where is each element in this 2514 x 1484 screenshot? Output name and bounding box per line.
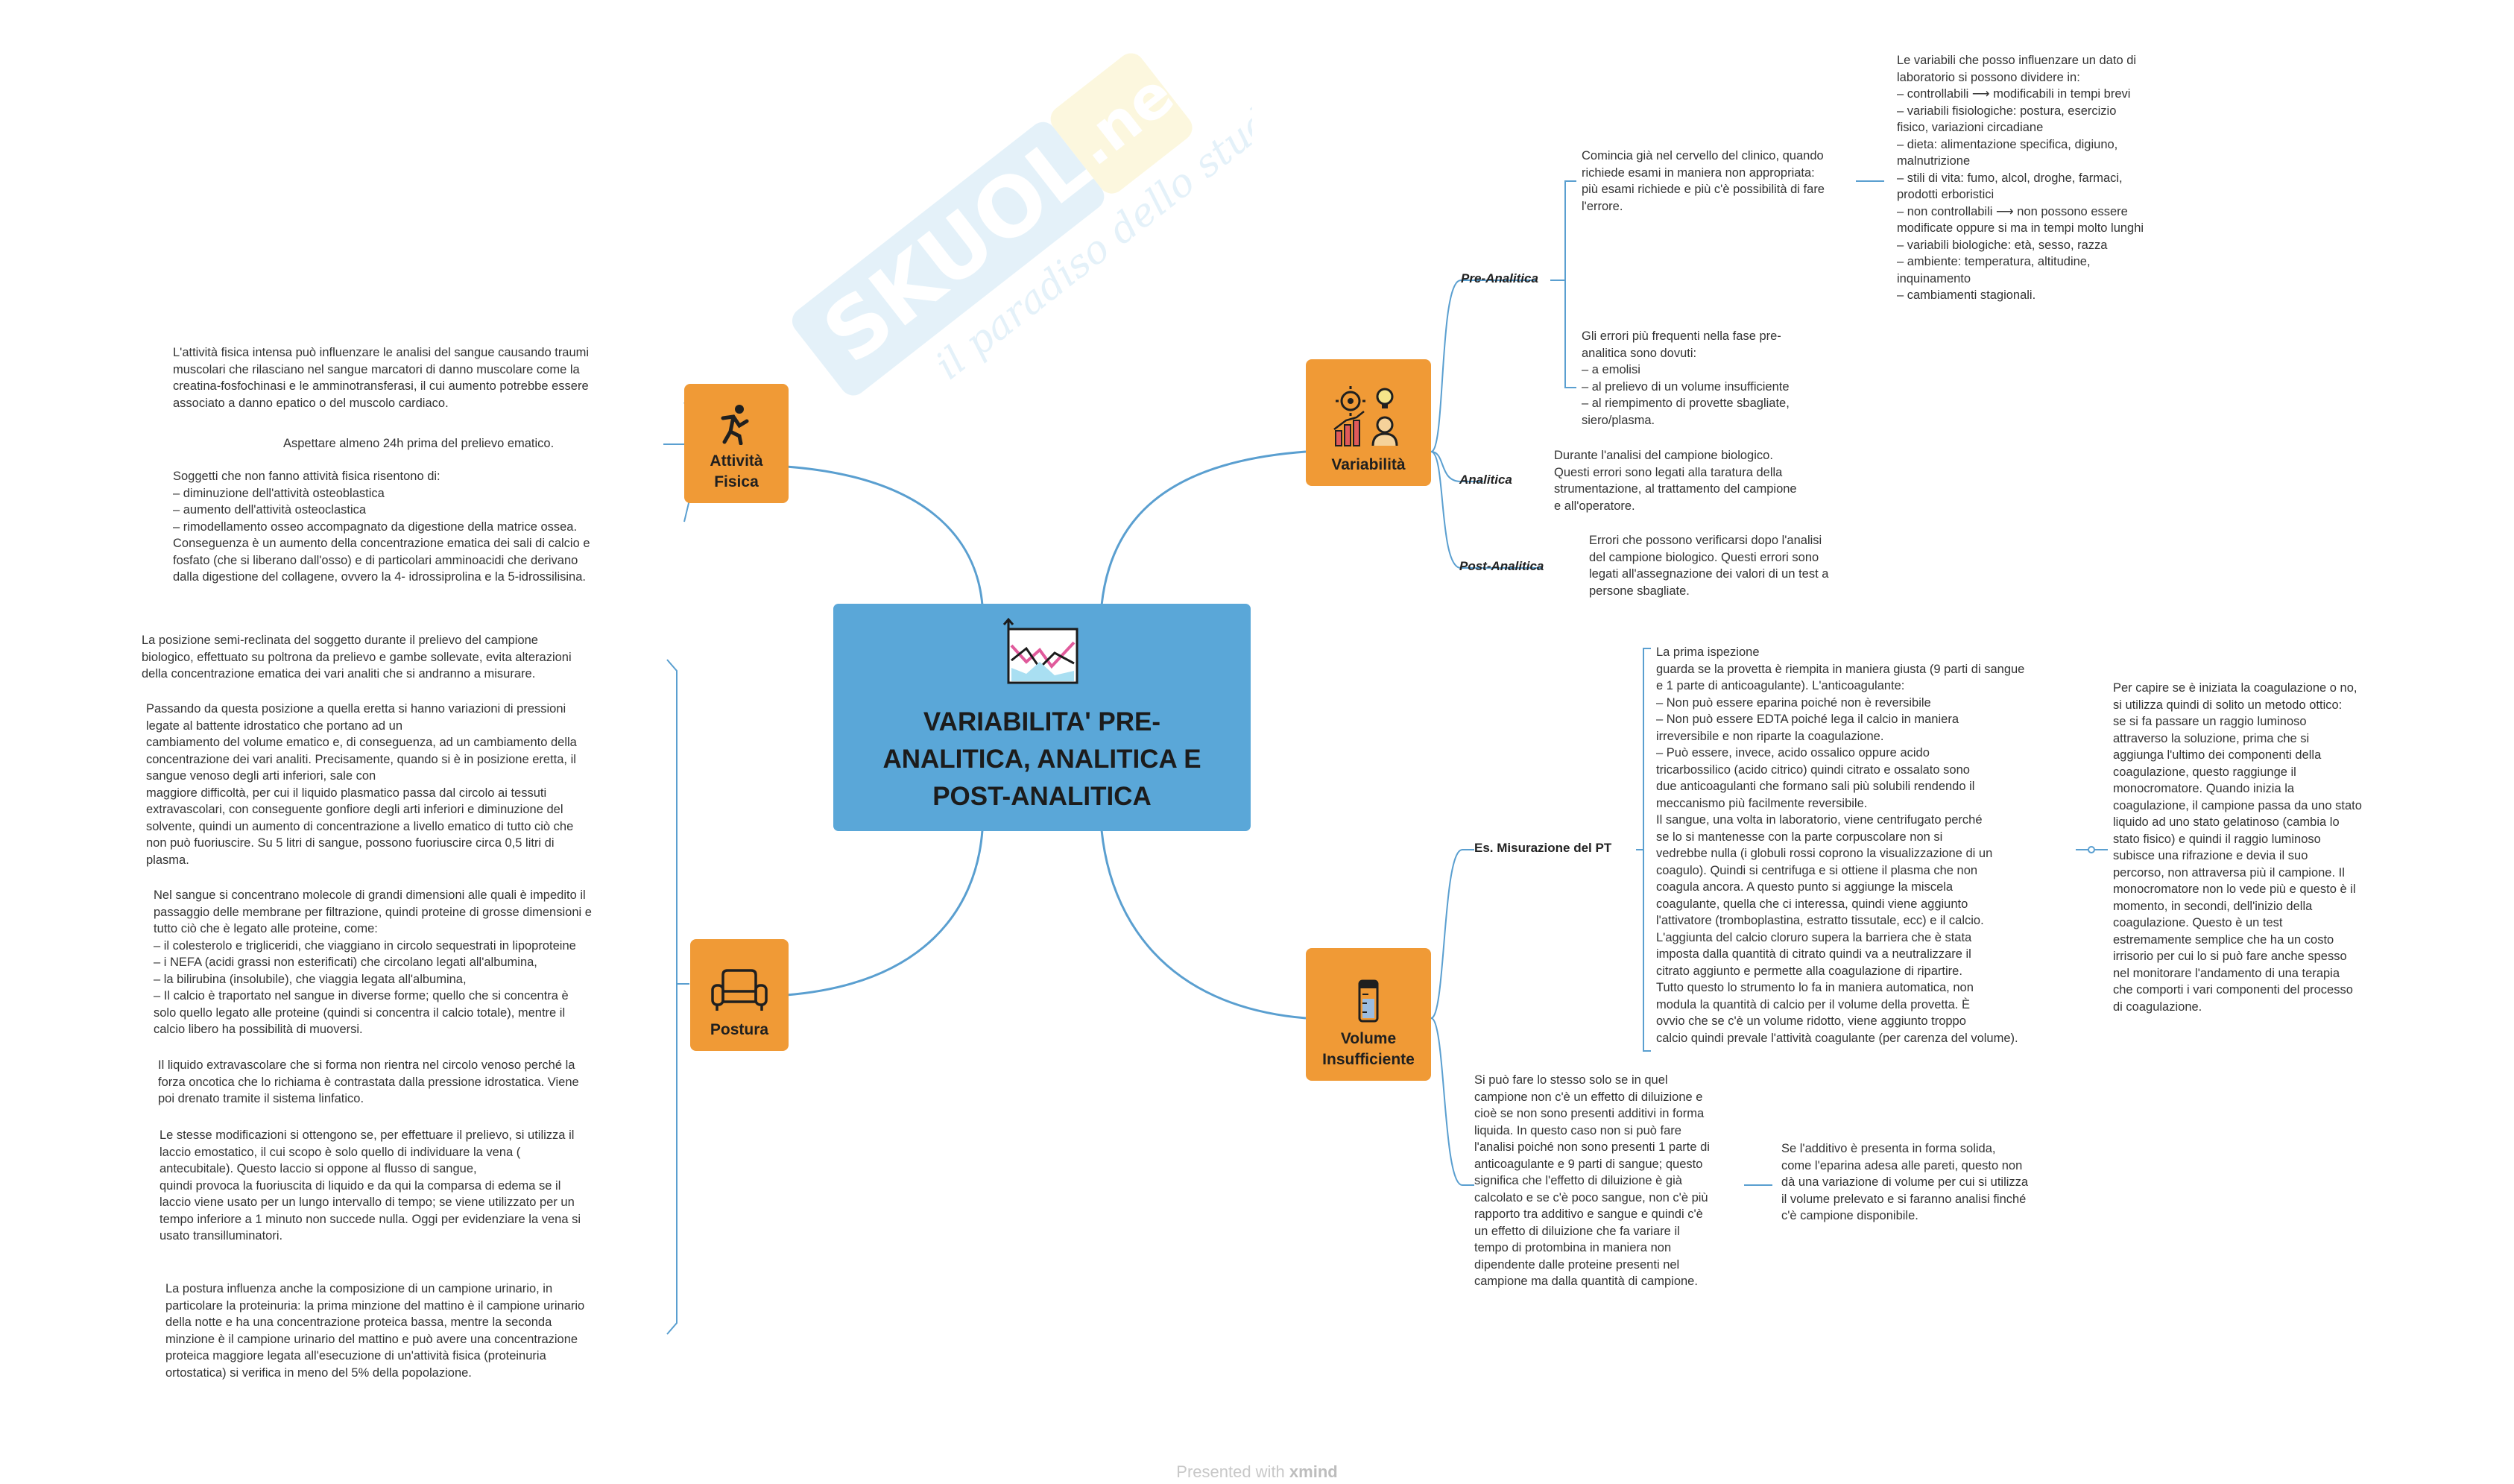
post-analitica-text: Errori che possono verificarsi dopo l'an… [1589, 534, 1829, 598]
pre-analitica-text-variabili: Le variabili che posso influenzare un da… [1897, 54, 2144, 302]
postura-text-eretta: Passando da questa posizione a quella er… [146, 702, 577, 867]
attivita-text-24h: Aspettare almeno 24h prima del prelievo … [283, 437, 555, 450]
postura-text-urinario: La postura influenza anche la composizio… [165, 1282, 585, 1380]
topic-variabilita-label: Variabilità [1331, 456, 1406, 473]
postura-text-semi-reclinata: La posizione semi-reclinata del soggetto… [142, 634, 572, 681]
topic-volume-insufficiente[interactable]: Volume Insufficiente [1306, 948, 1431, 1081]
postura-text-extravascolare: Il liquido extravascolare che si forma n… [158, 1058, 579, 1105]
analitica-text: Durante l'analisi del campione biologico… [1554, 449, 1797, 513]
analytics-people-icon [1333, 386, 1398, 446]
volume-text-diluizione: Si può fare lo stesso solo se in quel ca… [1474, 1073, 1710, 1288]
attivita-text-sedentari: Soggetti che non fanno attività fisica r… [173, 470, 590, 584]
presented-with-footer: Presented with xmind [0, 1462, 2514, 1482]
label-pre-analitica[interactable]: Pre-Analitica [1461, 271, 1538, 285]
xmind-brand: xmind [1289, 1462, 1338, 1481]
volume-text-additivo-solido: Se l'additivo è presenta in forma solida… [1781, 1142, 2029, 1222]
central-topic[interactable]: VARIABILITA' PRE- ANALITICA, ANALITICA E… [833, 604, 1251, 831]
postura-text-molecole: Nel sangue si concentrano molecole di gr… [154, 888, 592, 1036]
postura-text-laccio: Le stesse modificazioni si ottengono se,… [160, 1128, 581, 1243]
volume-text-metodo-ottico: Per capire se è iniziata la coagulazione… [2113, 681, 2362, 1014]
topic-postura[interactable]: Postura [690, 939, 789, 1051]
armchair-icon [711, 969, 768, 1011]
exercise-icon [721, 405, 749, 445]
pre-analitica-text-clinico: Comincia già nel cervello del clinico, q… [1582, 149, 1825, 213]
label-analitica[interactable]: Analitica [1459, 473, 1512, 487]
footer-prefix: Presented with [1176, 1462, 1285, 1481]
topic-attivita-label: Attività Fisica [710, 452, 763, 490]
topic-postura-label: Postura [710, 1021, 769, 1038]
central-title: VARIABILITA' PRE- ANALITICA, ANALITICA E… [882, 707, 1201, 811]
label-post-analitica[interactable]: Post-Analitica [1459, 559, 1544, 573]
pre-analitica-text-errori: Gli errori più frequenti nella fase pre-… [1582, 329, 1790, 427]
label-es-misurazione-pt[interactable]: Es. Misurazione del PT [1474, 841, 1612, 855]
topic-attivita-fisica[interactable]: Attività Fisica [684, 384, 789, 503]
volume-text-prima-ispezione: La prima ispezione guarda se la provetta… [1656, 645, 2025, 1045]
topic-variabilita[interactable]: Variabilità [1306, 359, 1431, 486]
attivita-text-traumi: L'attività fisica intensa può influenzar… [173, 346, 590, 410]
topic-volume-label: Volume Insufficiente [1322, 1030, 1415, 1068]
chart-icon [1002, 617, 1078, 684]
test-tube-icon [1358, 979, 1379, 1023]
